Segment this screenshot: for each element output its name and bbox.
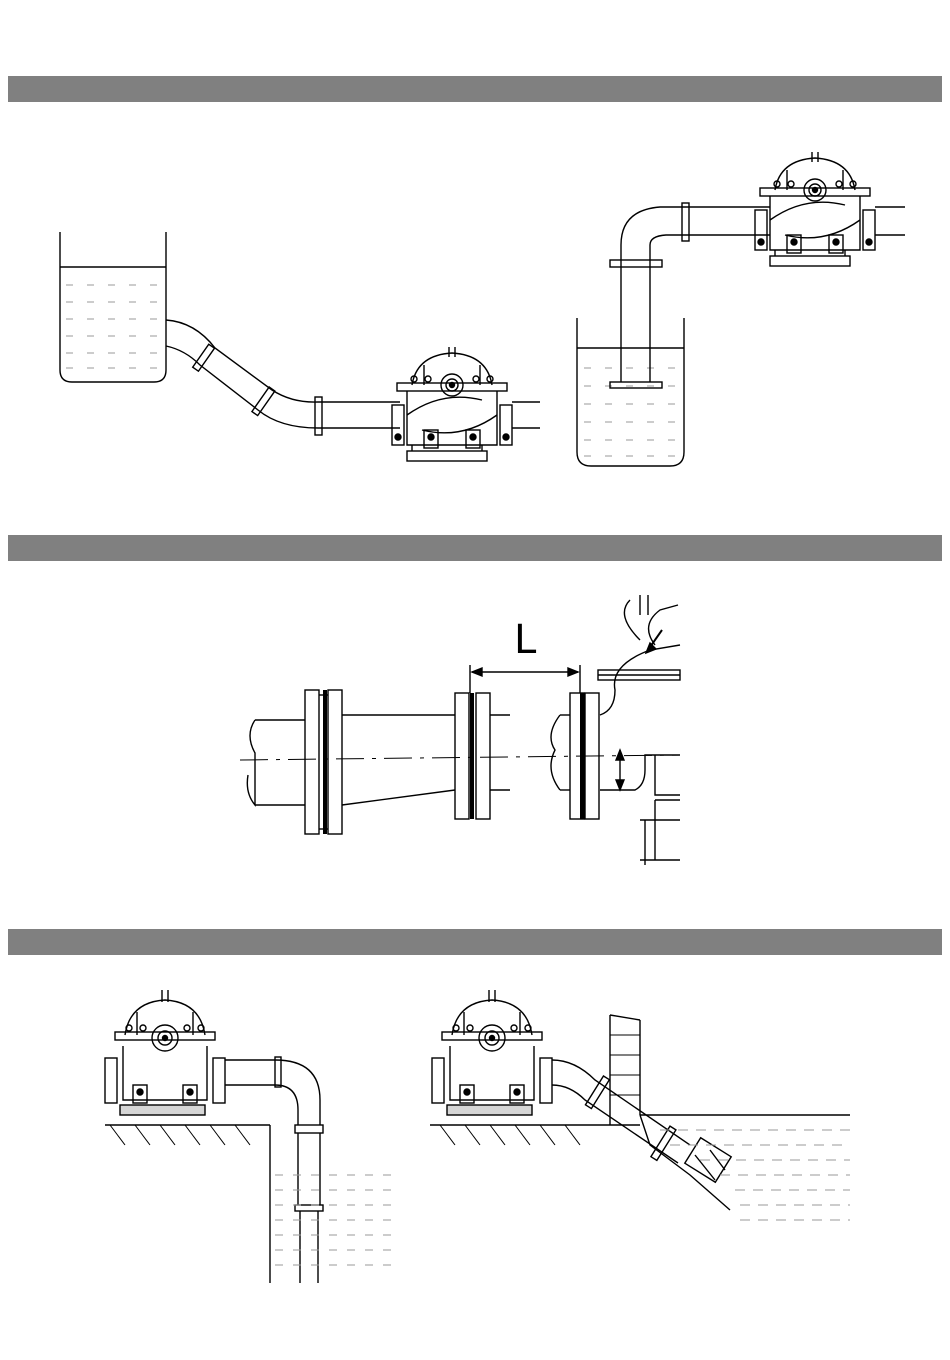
pump-1 <box>392 347 512 461</box>
section-header-bar-1 <box>8 76 942 102</box>
sump-water-left <box>275 1175 400 1265</box>
flange-pair-2 <box>455 693 510 819</box>
dimension-L <box>470 665 580 693</box>
figure-sump-installation <box>0 965 950 1295</box>
figure-pipe-alignment <box>0 585 950 885</box>
section-header-bar-3 <box>8 929 942 955</box>
suction-pipe-elbow <box>610 203 770 388</box>
figure-suction-installation <box>0 110 950 490</box>
pond-water-right <box>640 1115 850 1220</box>
discharge-pipe-1 <box>512 402 540 428</box>
dimension-label: L <box>514 620 536 660</box>
suction-tank-right <box>577 318 684 466</box>
section-header-bar-2 <box>8 535 942 561</box>
pump-2 <box>755 152 875 266</box>
reducer <box>342 715 455 805</box>
suction-pipe-vertical <box>225 1057 323 1283</box>
pump-4 <box>432 990 552 1115</box>
suction-tank-left <box>60 232 166 382</box>
pump-casing-edge <box>598 595 680 865</box>
floor-right <box>430 1125 640 1145</box>
pipe-left <box>247 720 305 805</box>
flange-pair-1 <box>305 690 342 834</box>
centerline <box>240 755 680 760</box>
floor-left <box>105 1125 270 1283</box>
discharge-pipe-2 <box>875 207 905 235</box>
pump-3 <box>105 990 225 1115</box>
suction-pipe-sloped <box>166 320 400 435</box>
